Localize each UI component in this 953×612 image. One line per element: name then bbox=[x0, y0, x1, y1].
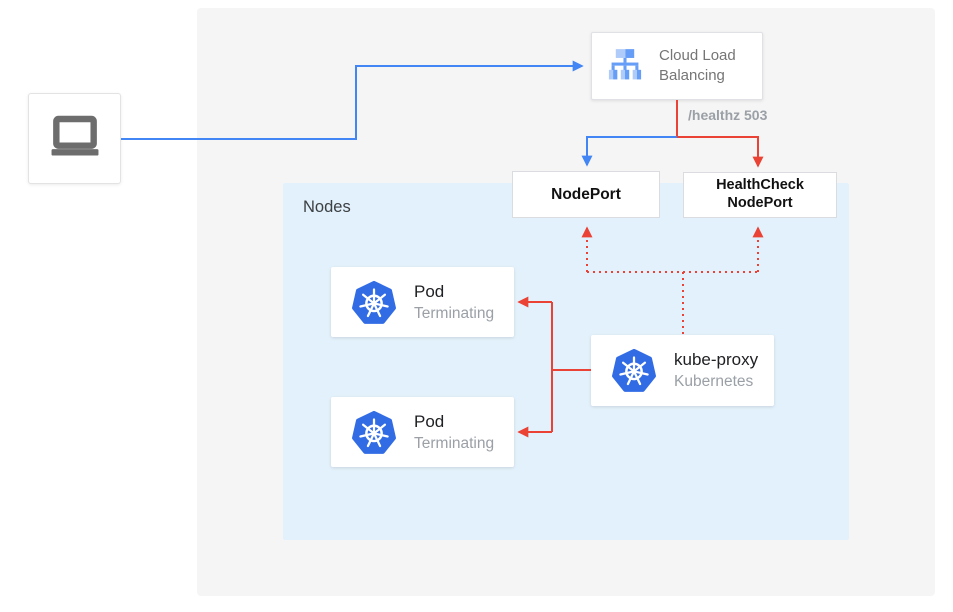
laptop-icon bbox=[43, 107, 107, 171]
kubernetes-icon bbox=[351, 280, 397, 325]
kubernetes-icon bbox=[351, 410, 397, 455]
pod-title: Pod bbox=[414, 281, 445, 301]
cloud-load-balancing-card: Cloud Load Balancing bbox=[591, 32, 763, 100]
nodeport-label: NodePort bbox=[551, 185, 621, 203]
kube-proxy-card: kube-proxy Kubernetes bbox=[591, 335, 774, 406]
pod-card-2: Pod Terminating bbox=[331, 397, 514, 467]
cloud-load-balancing-icon bbox=[602, 43, 648, 89]
healthz-status-label: /healthz 503 bbox=[688, 107, 768, 123]
kube-proxy-subtitle: Kubernetes bbox=[674, 373, 754, 390]
healthcheck-nodeport-box: HealthCheck NodePort bbox=[683, 172, 837, 218]
pod-status: Terminating bbox=[414, 304, 495, 322]
pod-card-1: Pod Terminating bbox=[331, 267, 514, 337]
pod-title: Pod bbox=[414, 411, 445, 431]
kube-proxy-title: kube-proxy bbox=[674, 350, 759, 369]
healthcheck-nodeport-label-line2: NodePort bbox=[727, 195, 793, 211]
pod-status: Terminating bbox=[414, 434, 495, 452]
client-card bbox=[28, 93, 121, 184]
nodeport-box: NodePort bbox=[512, 171, 660, 218]
healthcheck-nodeport-label-line1: HealthCheck bbox=[716, 177, 804, 194]
nodes-group-label: Nodes bbox=[303, 198, 351, 216]
kubernetes-icon bbox=[611, 348, 657, 393]
cloud-load-balancing-label: Cloud Load Balancing bbox=[659, 46, 736, 84]
